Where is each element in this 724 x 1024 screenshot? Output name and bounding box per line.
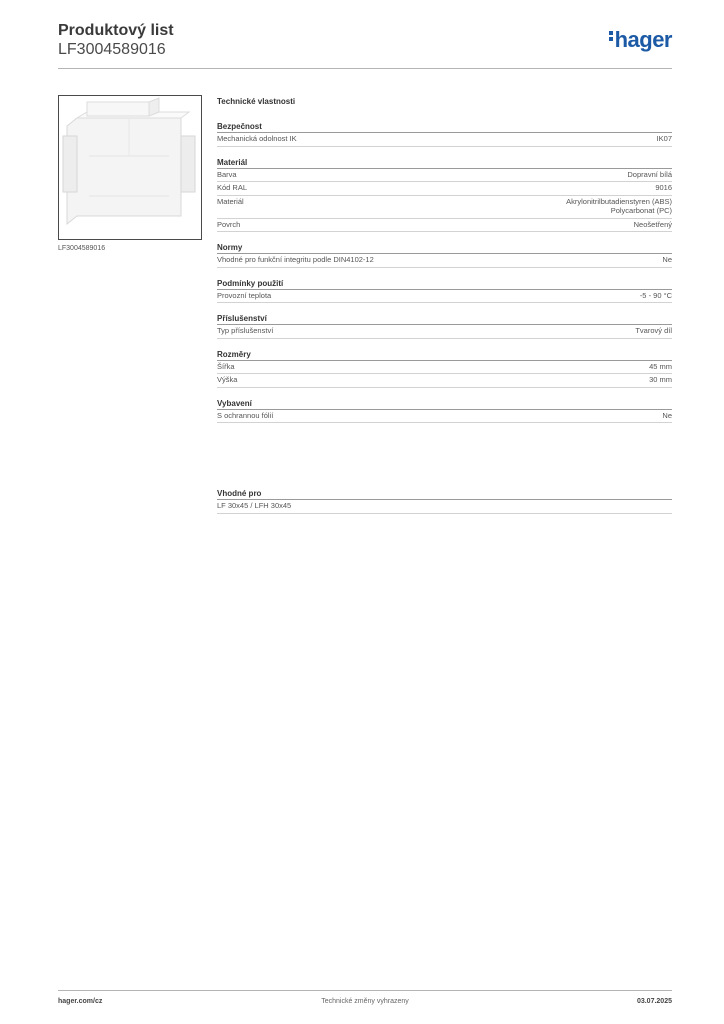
spec-value: 30 mm bbox=[649, 375, 672, 385]
spec-value: -5 - 90 °C bbox=[640, 291, 672, 301]
spec-value: Ne bbox=[662, 255, 672, 265]
specs-heading: Technické vlastnosti bbox=[217, 97, 296, 106]
spec-value-line: 45 mm bbox=[649, 361, 672, 371]
spec-row: Vhodné pro funkční integritu podle DIN41… bbox=[217, 254, 672, 268]
spec-label: Výška bbox=[217, 375, 238, 384]
spec-label: Kód RAL bbox=[217, 183, 248, 192]
spec-row: Povrch Neošetřený bbox=[217, 219, 672, 232]
footer-date: 03.07.2025 bbox=[636, 998, 672, 1005]
spec-value: 9016 bbox=[655, 183, 672, 193]
spec-value: Ne bbox=[662, 411, 672, 421]
spec-label: Vhodné pro funkční integritu podle DIN41… bbox=[217, 255, 374, 264]
logo-dots-icon bbox=[608, 31, 613, 43]
spec-label: Provozní teplota bbox=[217, 290, 272, 300]
spec-row: Provozní teplota -5 - 90 °C bbox=[217, 290, 672, 303]
spec-value: Dopravní bílá bbox=[627, 170, 672, 180]
spec-value-line: Dopravní bílá bbox=[627, 169, 672, 179]
spec-label: Materiál bbox=[217, 196, 244, 206]
spec-value-line: Polycarbonat (PC) bbox=[610, 206, 672, 215]
spec-row: Výška 30 mm bbox=[217, 374, 672, 388]
spec-row: S ochrannou fólií Ne bbox=[217, 410, 672, 423]
spec-row: Kód RAL 9016 bbox=[217, 182, 672, 196]
spec-section-title: Bezpečnost bbox=[217, 121, 672, 133]
suitable-for-title: Vhodné pro bbox=[217, 488, 672, 500]
spec-label: Šířka bbox=[217, 361, 235, 371]
product-code: LF3004589016 bbox=[58, 41, 166, 58]
spec-value: 45 mm bbox=[649, 362, 672, 372]
spec-label: Mechanická odolnost IK bbox=[217, 134, 297, 143]
image-caption: LF3004589016 bbox=[58, 245, 106, 252]
spec-value-line: Akrylonitrilbutadienstyren (ABS) bbox=[566, 196, 672, 206]
footer-divider bbox=[58, 990, 672, 991]
spec-value: Akrylonitrilbutadienstyren (ABS)Polycarb… bbox=[566, 197, 672, 216]
spec-value-line: 9016 bbox=[655, 183, 672, 192]
spec-section-title: Normy bbox=[217, 242, 672, 254]
spec-value-line: -5 - 90 °C bbox=[639, 290, 672, 300]
spec-label: Barva bbox=[217, 169, 237, 179]
footer-website-link[interactable]: hager.com/cz bbox=[58, 998, 103, 1005]
cable-duct-tee-icon bbox=[62, 97, 196, 226]
spec-value-line: Ne bbox=[662, 255, 672, 264]
footer-note: Technické změny vyhrazeny bbox=[321, 998, 409, 1005]
spec-value-line: Neošetřený bbox=[633, 219, 672, 229]
spec-label: S ochrannou fólií bbox=[217, 410, 274, 420]
spec-section-title: Vybavení bbox=[217, 398, 672, 410]
spec-row: Šířka 45 mm bbox=[217, 361, 672, 374]
spec-value-line: Tvarový díl bbox=[635, 326, 672, 335]
spec-value-line: IK07 bbox=[656, 134, 672, 143]
spec-row: Mechanická odolnost IK IK07 bbox=[217, 133, 672, 147]
spec-value: Tvarový díl bbox=[635, 326, 672, 336]
spec-value: IK07 bbox=[657, 134, 672, 144]
spec-value-line: 30 mm bbox=[649, 375, 672, 384]
logo-text: hager bbox=[614, 27, 673, 52]
suitable-for-item: LF 30x45 / LFH 30x45 bbox=[217, 500, 672, 514]
header-divider bbox=[58, 68, 672, 69]
spec-row: Barva Dopravní bílá bbox=[217, 169, 672, 182]
spec-row: Typ příslušenství Tvarový díl bbox=[217, 325, 672, 339]
spec-section-title: Rozměry bbox=[217, 349, 672, 361]
spec-label: Povrch bbox=[217, 219, 241, 229]
spec-section-title: Příslušenství bbox=[217, 313, 672, 325]
page-header: Produktový list LF3004589016 bbox=[58, 21, 174, 59]
product-image bbox=[58, 95, 202, 240]
suitable-for-list: LF 30x45 / LFH 30x45 bbox=[217, 500, 672, 514]
suitable-for: Vhodné pro LF 30x45 / LFH 30x45 bbox=[217, 488, 672, 514]
spec-label: Typ příslušenství bbox=[217, 326, 274, 335]
spec-section-title: Podmínky použití bbox=[217, 278, 672, 290]
spec-row: Materiál Akrylonitrilbutadienstyren (ABS)… bbox=[217, 196, 672, 219]
spec-value: Neošetřený bbox=[634, 220, 672, 230]
spec-section-title: Materiál bbox=[217, 157, 672, 169]
page-title: Produktový list bbox=[58, 22, 174, 39]
spec-value-line: Ne bbox=[662, 410, 672, 420]
hager-logo[interactable]: hager bbox=[608, 27, 673, 53]
